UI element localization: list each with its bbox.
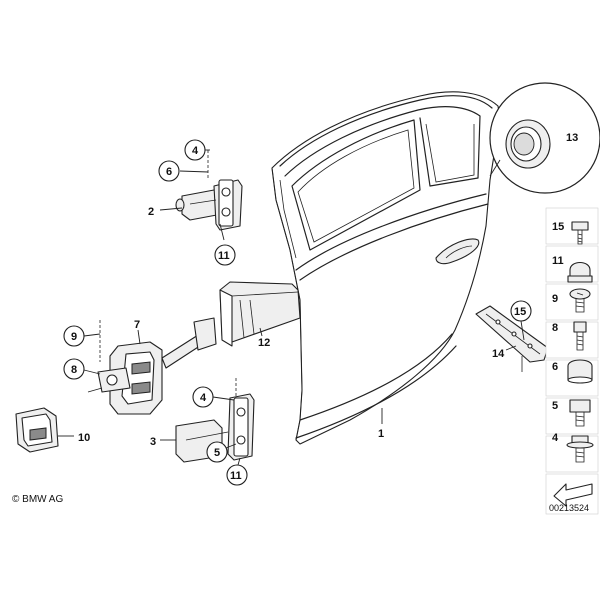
door-check-strap[interactable] [97, 317, 217, 415]
rear-door-shell[interactable] [271, 91, 501, 445]
nut-cap-11-icon[interactable] [567, 261, 593, 283]
callout-11-lower: 11 [230, 470, 242, 482]
diagram-id: 00213524 [549, 503, 590, 513]
bolt-15-icon[interactable] [571, 221, 589, 245]
sidebar-label-11: 11 [552, 255, 564, 267]
door-seal-pad[interactable] [15, 407, 59, 453]
callout-9: 9 [71, 331, 77, 343]
callout-2: 2 [148, 206, 154, 218]
callout-3: 3 [150, 436, 156, 448]
callout-6-upper: 6 [166, 166, 172, 178]
sidebar-label-15: 15 [552, 221, 564, 233]
callout-10: 10 [78, 432, 90, 444]
bolt-5-icon[interactable] [569, 399, 591, 427]
callout-15: 15 [514, 306, 526, 318]
callout-4-lower: 4 [200, 392, 207, 404]
sidebar-label-4: 4 [552, 432, 559, 444]
door-bracket[interactable] [475, 305, 549, 372]
screw-9-icon[interactable] [569, 288, 591, 313]
cap-6-icon[interactable] [567, 359, 593, 384]
upper-door-hinge[interactable] [175, 179, 243, 231]
copyright-text: © BMW AG [12, 494, 64, 505]
sidebar-label-9: 9 [552, 293, 558, 305]
door-check-cover[interactable] [219, 281, 301, 347]
callout-7: 7 [134, 319, 140, 331]
callout-11-upper: 11 [218, 250, 230, 262]
sidebar-label-6: 6 [552, 361, 558, 373]
flange-bolt-4-icon[interactable] [566, 435, 594, 463]
callout-5: 5 [214, 447, 220, 459]
callout-14: 14 [492, 348, 505, 360]
callout-12: 12 [258, 337, 270, 349]
sidebar-label-5: 5 [552, 400, 558, 412]
bolt-8-icon[interactable] [573, 321, 587, 351]
grommet-detail-view[interactable] [489, 82, 600, 194]
sidebar-label-8: 8 [552, 322, 558, 334]
callout-1: 1 [378, 428, 384, 440]
direction-arrow-icon [553, 483, 593, 507]
callout-13: 13 [566, 132, 578, 144]
callout-8: 8 [71, 364, 77, 376]
callout-4-upper: 4 [192, 145, 199, 157]
